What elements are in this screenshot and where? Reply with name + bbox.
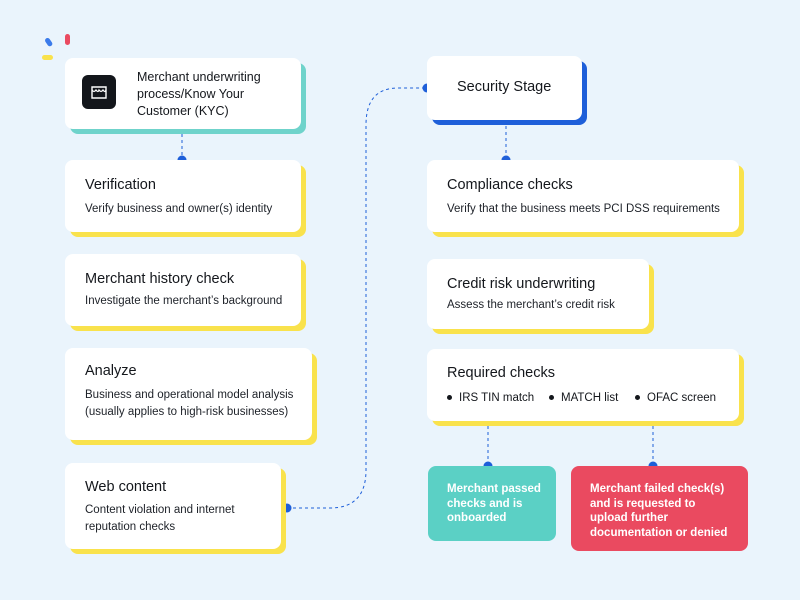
check-item: OFAC screen xyxy=(635,392,716,404)
web-content-card: Web content Content violation and intern… xyxy=(65,463,281,549)
analyze-desc: Business and operational model analysis … xyxy=(85,389,294,418)
security-stage-card: Security Stage xyxy=(427,56,582,120)
merchant-history-card: Merchant history check Investigate the m… xyxy=(65,254,301,326)
verification-title: Verification xyxy=(85,177,156,193)
web-content-desc: Content violation and internet reputatio… xyxy=(85,504,235,533)
brand-mark-red xyxy=(65,34,70,45)
storefront-icon xyxy=(82,75,116,109)
compliance-card: Compliance checks Verify that the busine… xyxy=(427,160,739,232)
brand-mark-yellow xyxy=(42,55,53,60)
security-stage-title: Security Stage xyxy=(457,79,552,95)
brand-mark-blue xyxy=(45,37,53,47)
credit-risk-desc: Assess the merchant’s credit risk xyxy=(447,299,615,311)
verification-card: Verification Verify business and owner(s… xyxy=(65,160,301,232)
outcome-failed: Merchant failed check(s) and is requeste… xyxy=(571,466,748,551)
credit-risk-title: Credit risk underwriting xyxy=(447,276,596,292)
analyze-card: Analyze Business and operational model a… xyxy=(65,348,312,440)
connector-node xyxy=(282,503,292,513)
required-checks-card: Required checks IRS TIN match MATCH list… xyxy=(427,349,739,421)
kyc-card: Merchant underwriting process/Know Your … xyxy=(65,58,301,129)
web-content-title: Web content xyxy=(85,479,167,495)
check-item: MATCH list xyxy=(549,392,618,404)
outcome-passed: Merchant passed checks and is onboarded xyxy=(428,466,556,541)
check-item: IRS TIN match xyxy=(447,392,534,404)
credit-risk-card: Credit risk underwriting Assess the merc… xyxy=(427,259,649,329)
required-checks-title: Required checks xyxy=(447,365,555,381)
merchant-history-title: Merchant history check xyxy=(85,271,235,287)
analyze-title: Analyze xyxy=(85,363,137,379)
merchant-history-desc: Investigate the merchant’s background xyxy=(85,295,283,307)
compliance-desc: Verify that the business meets PCI DSS r… xyxy=(447,203,720,215)
verification-desc: Verify business and owner(s) identity xyxy=(85,203,273,215)
kyc-label: Merchant underwriting process/Know Your … xyxy=(137,70,261,118)
compliance-title: Compliance checks xyxy=(447,177,573,193)
connector-web-security xyxy=(287,87,427,509)
brand-marks xyxy=(42,34,70,60)
